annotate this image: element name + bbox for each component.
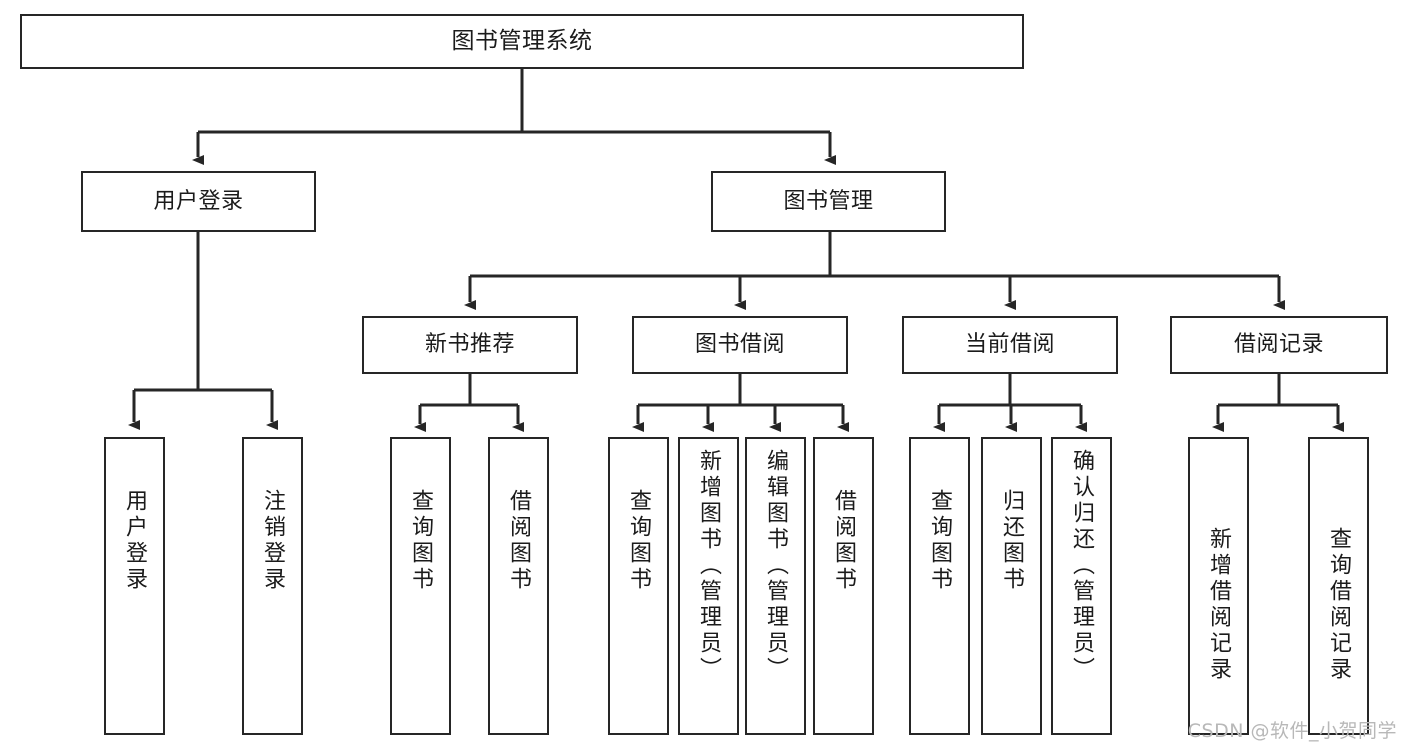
node-leaf-user-logout[interactable]: 注销登录 [242, 437, 303, 735]
node-new-book-rec-label: 新书推荐 [424, 332, 515, 358]
node-leaf-user-logout-label: 注销登录 [260, 489, 286, 593]
node-root-label: 图书管理系统 [451, 28, 593, 55]
node-leaf-edit-book-label: 编辑图书（管理员） [763, 449, 789, 683]
node-leaf-query-book-1-label: 查询图书 [408, 489, 434, 593]
node-leaf-borrow-book-2[interactable]: 借阅图书 [813, 437, 874, 735]
node-leaf-user-login[interactable]: 用户登录 [104, 437, 165, 735]
node-leaf-return-book-label: 归还图书 [999, 489, 1025, 593]
node-borrow-record-label: 借阅记录 [1233, 332, 1324, 358]
node-book-manage-label: 图书管理 [783, 188, 874, 214]
node-user-login-label: 用户登录 [153, 188, 244, 214]
node-leaf-return-book[interactable]: 归还图书 [981, 437, 1042, 735]
node-leaf-borrow-book-1-label: 借阅图书 [506, 489, 532, 593]
node-current-borrow[interactable]: 当前借阅 [902, 316, 1118, 374]
node-leaf-query-book-1[interactable]: 查询图书 [390, 437, 451, 735]
node-book-manage[interactable]: 图书管理 [711, 171, 946, 232]
node-leaf-edit-book[interactable]: 编辑图书（管理员） [745, 437, 806, 735]
node-new-book-rec[interactable]: 新书推荐 [362, 316, 578, 374]
node-root[interactable]: 图书管理系统 [20, 14, 1024, 69]
node-user-login[interactable]: 用户登录 [81, 171, 316, 232]
node-borrow-record[interactable]: 借阅记录 [1170, 316, 1388, 374]
node-leaf-add-record[interactable]: 新增借阅记录 [1188, 437, 1249, 735]
node-leaf-add-book[interactable]: 新增图书（管理员） [678, 437, 739, 735]
node-leaf-query-book-2[interactable]: 查询图书 [608, 437, 669, 735]
node-book-borrow[interactable]: 图书借阅 [632, 316, 848, 374]
node-leaf-query-book-2-label: 查询图书 [626, 489, 652, 593]
node-leaf-confirm-return-label: 确认归还（管理员） [1069, 449, 1095, 683]
node-leaf-add-record-label: 新增借阅记录 [1206, 527, 1232, 683]
node-leaf-confirm-return[interactable]: 确认归还（管理员） [1051, 437, 1112, 735]
node-leaf-borrow-book-2-label: 借阅图书 [831, 489, 857, 593]
node-current-borrow-label: 当前借阅 [964, 332, 1055, 358]
watermark-text: CSDN @软件_小贺同学 [1187, 720, 1397, 742]
node-leaf-borrow-book-1[interactable]: 借阅图书 [488, 437, 549, 735]
node-book-borrow-label: 图书借阅 [694, 332, 785, 358]
node-leaf-query-book-3-label: 查询图书 [927, 489, 953, 593]
node-leaf-query-record[interactable]: 查询借阅记录 [1308, 437, 1369, 735]
node-leaf-user-login-label: 用户登录 [122, 489, 148, 593]
node-leaf-add-book-label: 新增图书（管理员） [696, 449, 722, 683]
node-leaf-query-book-3[interactable]: 查询图书 [909, 437, 970, 735]
node-leaf-query-record-label: 查询借阅记录 [1326, 527, 1352, 683]
